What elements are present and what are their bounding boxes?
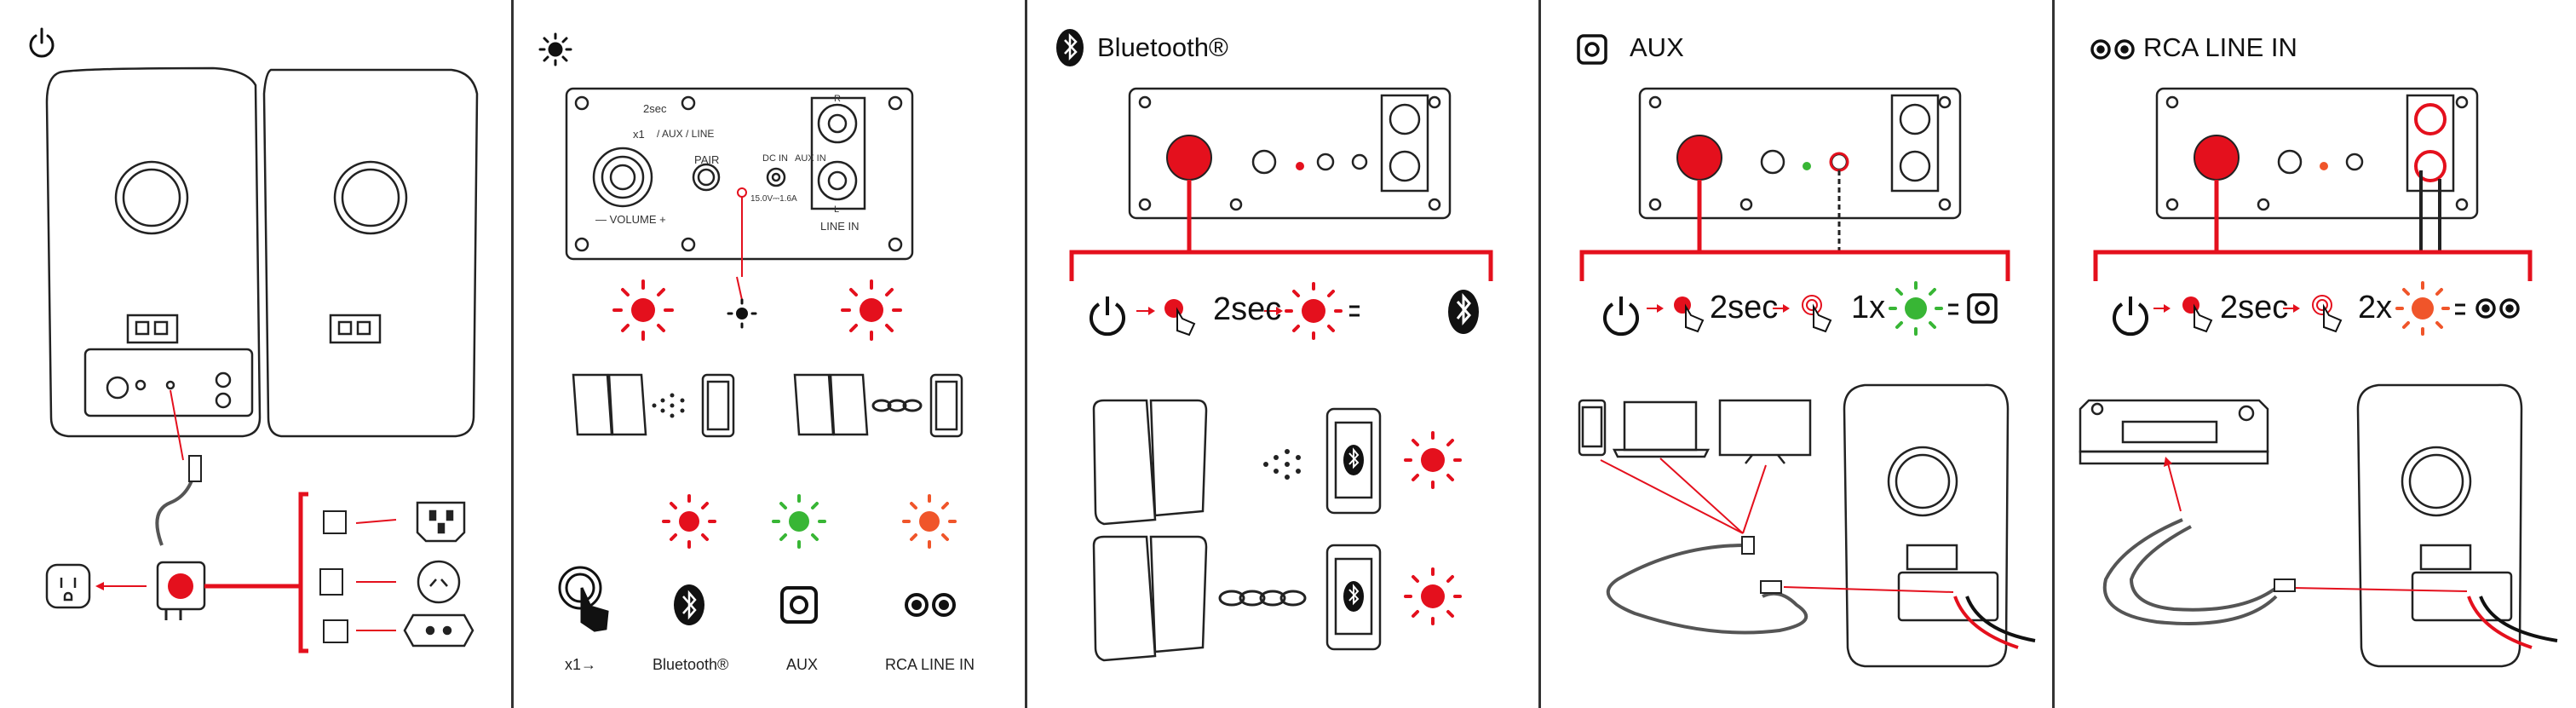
rca-icon — [2092, 41, 2133, 58]
led-flash-1 — [1406, 433, 1460, 487]
label-r: R — [834, 94, 841, 104]
plug-arrows — [356, 520, 396, 630]
label-dc-in: DC IN — [762, 153, 788, 164]
legend-rca-label: RCA LINE IN — [885, 656, 975, 674]
panel-led-legend: 2sec x1 / AUX / LINE — VOLUME + PAIR DC … — [514, 0, 1027, 708]
hand-press-icon — [1177, 310, 1194, 335]
bluetooth-phone-2 — [1343, 581, 1364, 612]
label-hold: 2sec — [643, 102, 666, 115]
hand-double-tap-icon — [2313, 296, 2341, 331]
panel-bluetooth-title: Bluetooth® — [1097, 32, 1228, 63]
pairing-speakers — [573, 375, 962, 436]
source-devices — [1579, 385, 2008, 666]
power-outlet-icon — [47, 565, 89, 607]
label-modes: / AUX / LINE — [657, 128, 714, 140]
seq-press-label: 1x — [1851, 290, 1885, 326]
panel-rca-title: RCA LINE IN — [2143, 32, 2297, 63]
turntable — [2080, 385, 2521, 666]
step-bracket — [2096, 252, 2530, 281]
legend-bluetooth-label: Bluetooth® — [653, 656, 728, 674]
led-flash-2 — [1406, 569, 1460, 624]
seq-led-orange — [2397, 283, 2448, 334]
label-aux-in: AUX IN — [795, 153, 826, 164]
legend-led-white — [728, 300, 756, 327]
seq-rca-icon — [2477, 300, 2518, 317]
plug-heads — [320, 511, 348, 642]
label-press: x1 — [633, 128, 645, 141]
legend-green — [773, 496, 825, 547]
label-l: L — [834, 204, 839, 215]
legend-x1-label: x1→ — [565, 656, 596, 674]
speakers-pairing — [1094, 400, 1380, 660]
arrow-dc — [170, 390, 183, 460]
legend-orange — [904, 496, 955, 547]
bluetooth-icon-legend — [674, 584, 704, 625]
label-dc-spec: 15.0V⎓1.6A — [750, 194, 797, 204]
panel-rca-drawing — [2055, 0, 2576, 708]
legend-red — [664, 496, 715, 547]
bluetooth-icon — [1056, 29, 1084, 66]
hand-press-icon — [560, 567, 607, 630]
seq-aux-icon — [1969, 295, 1996, 322]
speaker-left — [47, 68, 260, 436]
label-line-in: LINE IN — [820, 220, 860, 233]
seq-hold-label: 2sec — [1213, 291, 1281, 328]
seq-hold-label: 2sec — [2220, 290, 2288, 326]
sun-led-icon — [540, 34, 571, 65]
panel-bluetooth-drawing — [1027, 0, 1541, 708]
aux-icon-legend — [782, 588, 816, 622]
legend-led-solid-red — [842, 281, 900, 339]
rca-cable — [2105, 520, 2276, 624]
hand-double-tap-icon — [1803, 296, 1831, 331]
plug-types — [405, 503, 473, 646]
panel-aux-drawing — [1541, 0, 2055, 708]
label-pair: PAIR — [694, 153, 719, 166]
panel-aux: AUX 2sec 1x — [1541, 0, 2055, 708]
power-adapter — [158, 562, 204, 620]
step-bracket — [1072, 252, 1491, 281]
legend-aux-label: AUX — [786, 656, 818, 674]
legend-led-breathing — [614, 281, 672, 339]
label-volume: — VOLUME + — [595, 213, 666, 226]
seq-hold-label: 2sec — [1710, 290, 1778, 326]
panel-bluetooth: Bluetooth® 2sec — [1027, 0, 1541, 708]
seq-led-green — [1890, 283, 1941, 334]
panel-rca: RCA LINE IN 2sec 2x — [2055, 0, 2576, 708]
seq-press-label: 2x — [2358, 290, 2392, 326]
step-bracket — [1582, 252, 2008, 281]
panel-power-drawing — [0, 0, 514, 708]
power-icon — [31, 29, 53, 56]
bluetooth-phone-1 — [1343, 445, 1364, 475]
rca-icon-legend — [906, 595, 954, 615]
aux-icon — [1578, 36, 1606, 63]
speaker-right — [264, 70, 477, 436]
adapter-bracket — [301, 494, 308, 651]
panel-power — [0, 0, 514, 708]
rca-jacks-highlight — [2416, 105, 2445, 181]
panel-aux-title: AUX — [1630, 32, 1684, 63]
panel-led-drawing — [514, 0, 1027, 708]
seq-led-red — [1286, 284, 1341, 338]
rear-control-panel — [566, 89, 912, 259]
seq-bluetooth-icon — [1448, 290, 1479, 334]
